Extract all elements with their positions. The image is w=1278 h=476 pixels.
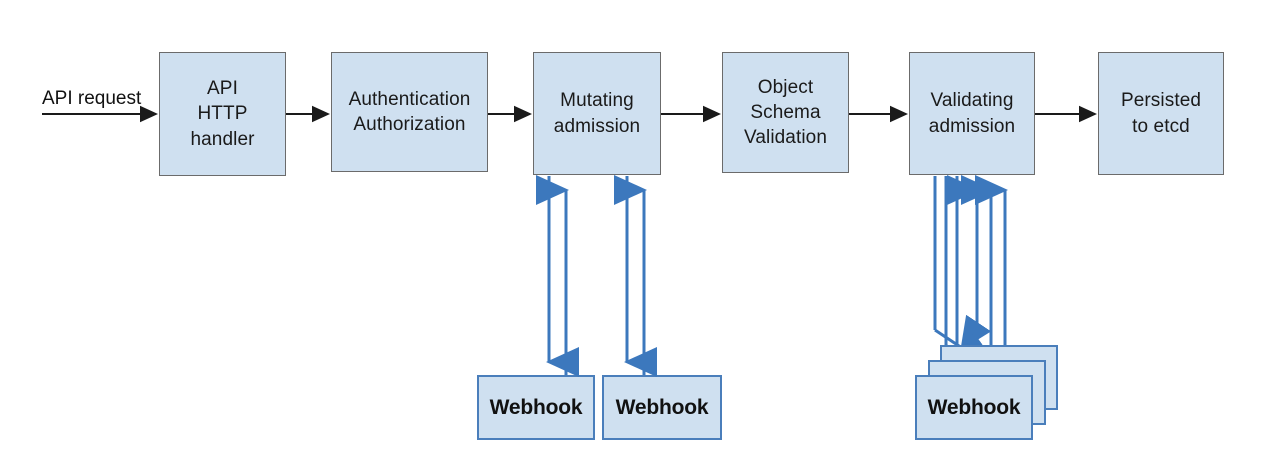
stage-label: Object Schema Validation [743, 76, 828, 149]
stage-label: Validating admission [928, 90, 1016, 137]
stage-label: API HTTP handler [190, 78, 255, 150]
webhook-label: Webhook [615, 395, 709, 419]
webhook-label: Webhook [489, 395, 583, 419]
webhook-mutating-1[interactable]: Webhook [477, 375, 595, 440]
stage-label: Mutating admission [553, 90, 641, 137]
stage-authentication[interactable]: Authentication Authorization [331, 52, 488, 172]
webhook-validating-1[interactable]: Webhook [915, 375, 1033, 440]
stage-label: Persisted to etcd [1120, 90, 1202, 137]
connector-validating-to-webhook-stack-call-2 [944, 176, 992, 364]
stage-label: Authentication Authorization [348, 88, 471, 135]
connector-validating-to-webhook-stack-call-1 [933, 176, 992, 351]
stage-validating-admission[interactable]: Validating admission [909, 52, 1035, 175]
stage-persisted-to-etcd[interactable]: Persisted to etcd [1098, 52, 1224, 175]
stage-object-schema-validation[interactable]: Object Schema Validation [722, 52, 849, 173]
api-request-label: API request [42, 88, 142, 109]
stage-api-http-handler[interactable]: API HTTP handler [159, 52, 286, 176]
stage-mutating-admission[interactable]: Mutating admission [533, 52, 661, 175]
webhook-label: Webhook [927, 395, 1021, 419]
webhook-mutating-2[interactable]: Webhook [602, 375, 722, 440]
